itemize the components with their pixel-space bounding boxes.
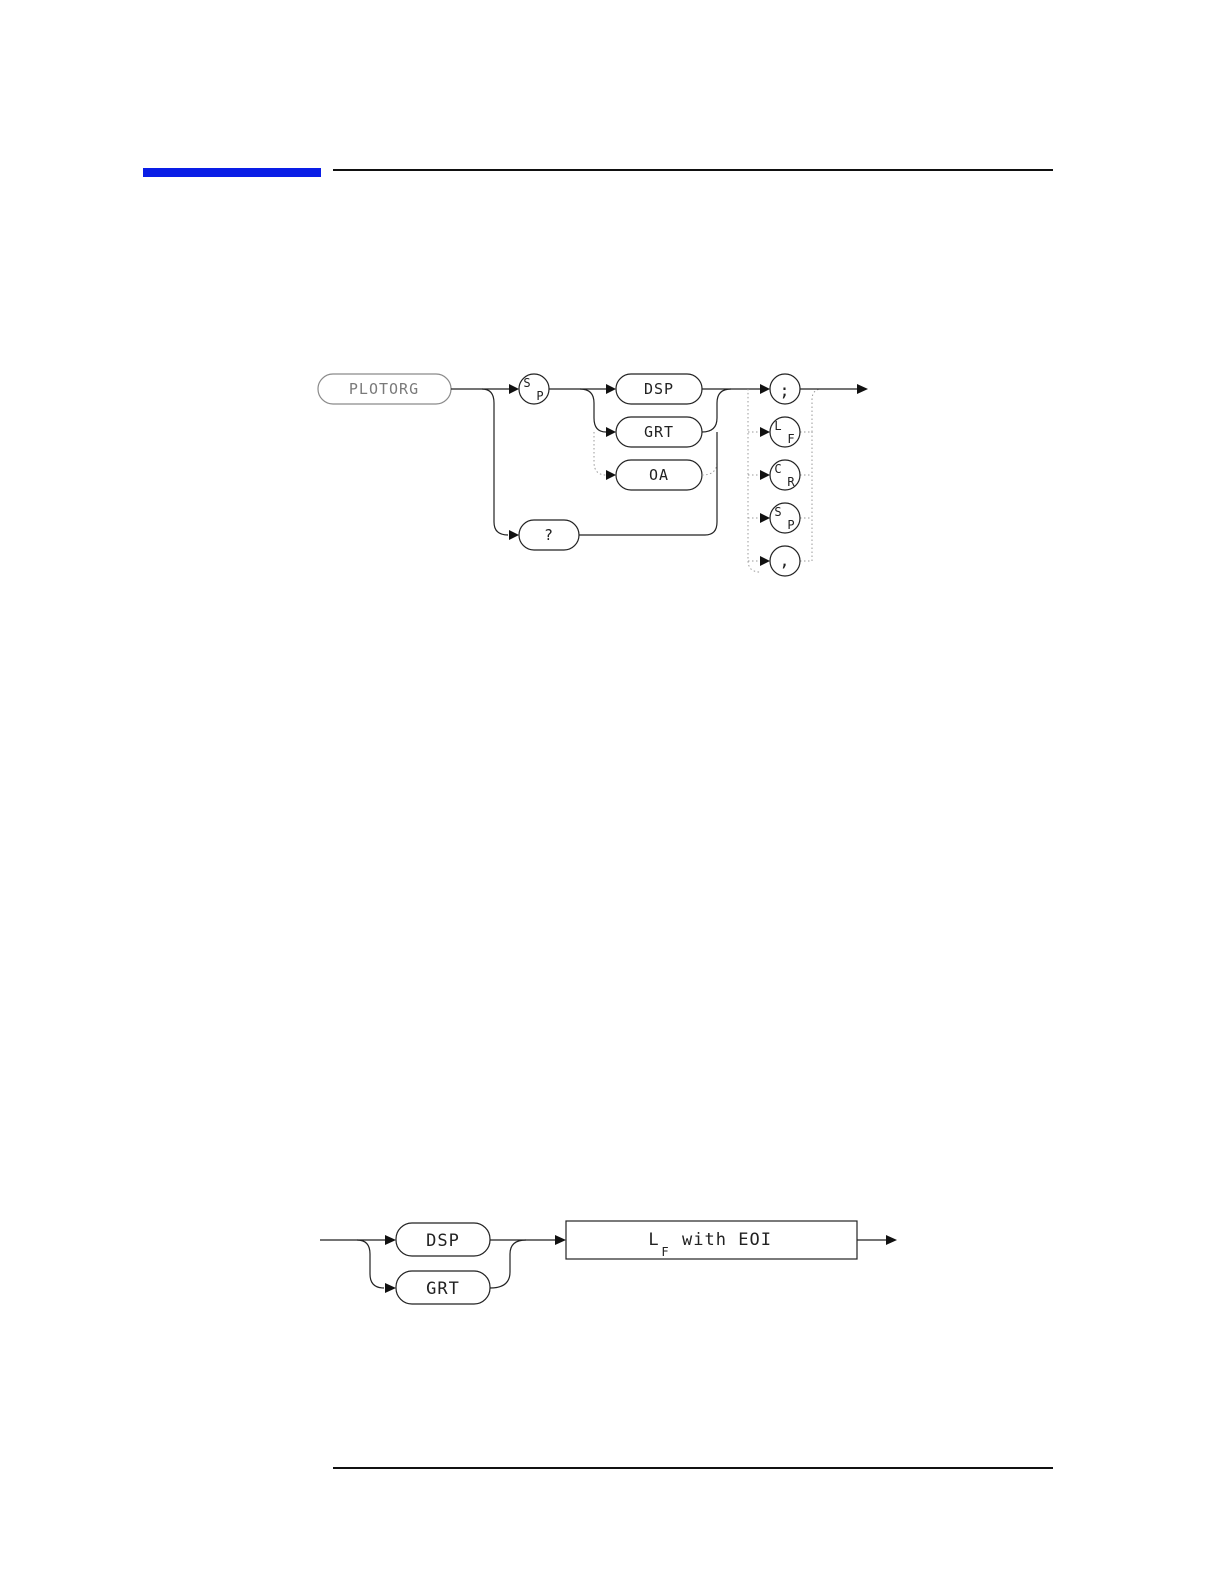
option-node-oa: OA (616, 460, 702, 490)
svg-text:;: ; (779, 381, 790, 401)
svg-text:L: L (648, 1230, 659, 1250)
terminator-rail-left (748, 389, 760, 572)
arrow-to-lf (760, 427, 770, 437)
option-node-dsp: DSP (616, 374, 702, 404)
arrow-to-semicolon (760, 384, 770, 394)
svg-text:DSP: DSP (426, 1231, 460, 1251)
arrow-exit (857, 384, 868, 394)
merge-grt-2 (490, 1240, 526, 1288)
sp-node: S P (519, 374, 549, 404)
terminator-cr: C R (770, 460, 800, 490)
terminator-rail-right (800, 389, 822, 561)
arrow-to-grt (606, 427, 616, 437)
arrow-to-dsp-2 (385, 1235, 396, 1245)
terminator-semicolon: ; (770, 374, 800, 404)
svg-text:with EOI: with EOI (682, 1230, 772, 1250)
arrow-to-comma (760, 556, 770, 566)
svg-text:S: S (774, 505, 781, 519)
option-node-grt: GRT (616, 417, 702, 447)
merge-grt (702, 389, 731, 432)
svg-text:P: P (536, 389, 543, 403)
svg-text:F: F (661, 1245, 668, 1259)
branch-to-query (482, 389, 508, 535)
merge-oa (702, 432, 717, 475)
branch-to-grt (580, 389, 606, 432)
arrow-to-cr (760, 470, 770, 480)
keyword-node-plotorg: PLOTORG (318, 374, 451, 404)
option-node-dsp-2: DSP (396, 1223, 490, 1256)
svg-text:GRT: GRT (426, 1279, 460, 1299)
arrow-to-box (555, 1235, 566, 1245)
option-node-grt-2: GRT (396, 1271, 490, 1304)
keyword-label: PLOTORG (349, 380, 419, 398)
terminator-comma: , (770, 546, 800, 576)
svg-text:OA: OA (649, 466, 669, 484)
arrow-to-sp (509, 384, 519, 394)
svg-text:C: C (774, 462, 781, 476)
svg-text:?: ? (544, 526, 554, 544)
svg-text:R: R (787, 475, 795, 489)
terminator-sp: S P (770, 503, 800, 533)
svg-text:L: L (774, 419, 781, 433)
svg-text:F: F (787, 432, 794, 446)
svg-text:S: S (523, 376, 530, 390)
terminator-lf: L F (770, 417, 800, 447)
lf-with-eoi-box: L F with EOI (566, 1221, 857, 1259)
arrow-to-query (509, 530, 519, 540)
svg-text:,: , (779, 551, 790, 571)
branch-to-oa (594, 432, 606, 475)
arrow-to-sp-terminator (760, 513, 770, 523)
terminator-rail-branches (748, 432, 760, 561)
query-node: ? (519, 520, 579, 550)
plotorg-syntax-diagram: PLOTORG S P DSP GRT (318, 374, 868, 576)
branch-to-grt-2 (357, 1240, 384, 1288)
arrow-to-dsp (606, 384, 616, 394)
arrow-to-oa (606, 470, 616, 480)
svg-text:DSP: DSP (644, 380, 674, 398)
svg-text:GRT: GRT (644, 423, 674, 441)
arrow-exit-2 (886, 1235, 897, 1245)
svg-text:P: P (787, 518, 794, 532)
arrow-to-grt-2 (385, 1283, 396, 1293)
output-syntax-diagram: DSP GRT L F with EOI (320, 1221, 897, 1304)
